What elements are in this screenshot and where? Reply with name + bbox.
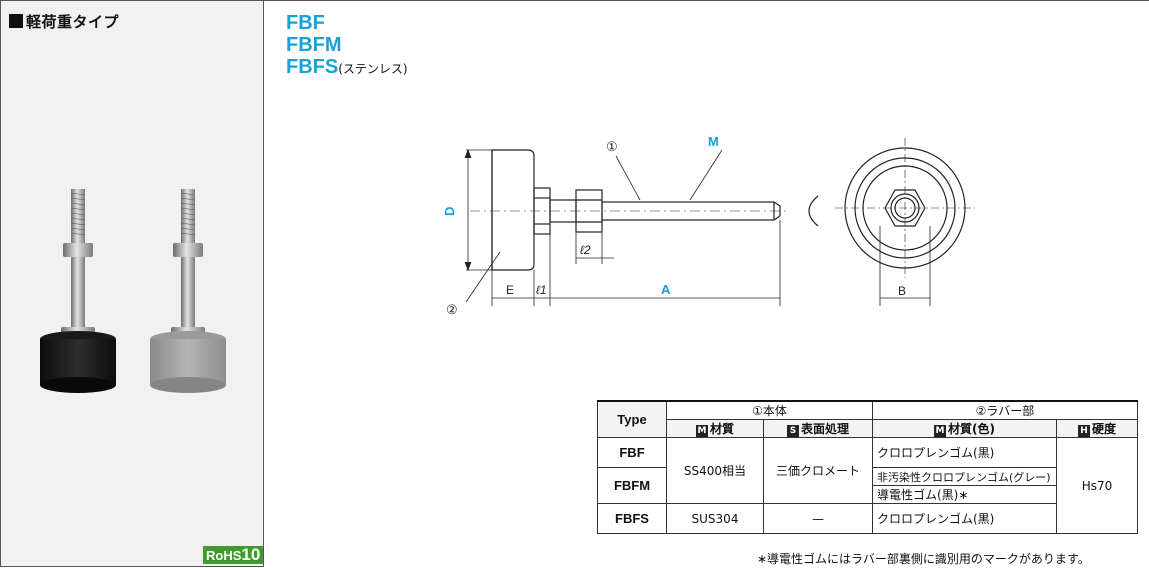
product-photo-panel: 軽荷重タイプ	[0, 0, 264, 567]
dim-l1-label: ℓ1	[536, 283, 547, 297]
dim-d-label: D	[442, 207, 457, 216]
product-codes: FBF FBFM FBFS(ステンレス)	[286, 12, 408, 80]
dim-e-label: E	[506, 283, 514, 297]
cell-rubber-gray: 非汚染性クロロプレンゴム(グレー)	[872, 467, 1057, 486]
body-group-header: ①本体	[666, 400, 873, 420]
dim-a-label: A	[661, 282, 671, 297]
row-type-fbfs: FBFS	[597, 503, 667, 534]
cell-hardness: Hs70	[1056, 437, 1138, 534]
material-icon: M	[695, 425, 708, 437]
code-fbf: FBF	[286, 12, 325, 34]
top-rule	[264, 0, 1149, 1]
hardness-icon: H	[1077, 425, 1090, 437]
row-type-fbfm: FBFM	[597, 467, 667, 504]
cell-steel-material: SS400相当	[666, 437, 764, 504]
cell-rubber-black: クロロプレンゴム(黒)	[872, 437, 1057, 468]
rubber-material-icon: M	[934, 425, 946, 437]
cell-surface: 三価クロメート	[763, 437, 873, 504]
thread-m-label: M	[708, 134, 719, 149]
code-fbfm: FBFM	[286, 34, 342, 56]
black-foot	[40, 189, 116, 393]
footnote: ∗導電性ゴムにはラバー部裏側に識別用のマークがあります。	[757, 552, 1090, 566]
dim-b-label: B	[898, 284, 906, 298]
square-bullet-icon	[9, 14, 23, 28]
dim-l2-label: ℓ2	[580, 243, 591, 257]
type-header: Type	[597, 400, 667, 438]
callout-2: ②	[446, 302, 458, 317]
rubber-group-header: ②ラバー部	[872, 400, 1138, 420]
row-type-fbf: FBF	[597, 437, 667, 468]
dimension-drawing: D E ℓ1 A ℓ2 ① M ② B	[442, 134, 975, 317]
cell-fbfs-rubber: クロロプレンゴム(黒)	[872, 503, 1057, 534]
leveling-feet-photo	[40, 189, 226, 393]
cell-rubber-conductive: 導電性ゴム(黒)∗	[872, 485, 1057, 504]
cell-fbfs-surface: —	[763, 503, 873, 534]
panel-title: 軽荷重タイプ	[9, 11, 119, 32]
surface-icon: S	[786, 425, 799, 437]
code-fbfs: FBFS(ステンレス)	[286, 56, 408, 78]
callout-1: ①	[606, 139, 618, 154]
panel-title-text: 軽荷重タイプ	[26, 13, 120, 31]
code-fbfs-note: (ステンレス)	[338, 62, 408, 76]
gray-foot	[150, 189, 226, 393]
rohs-badge: RoHS10	[203, 546, 264, 564]
cell-fbfs-material: SUS304	[666, 503, 764, 534]
